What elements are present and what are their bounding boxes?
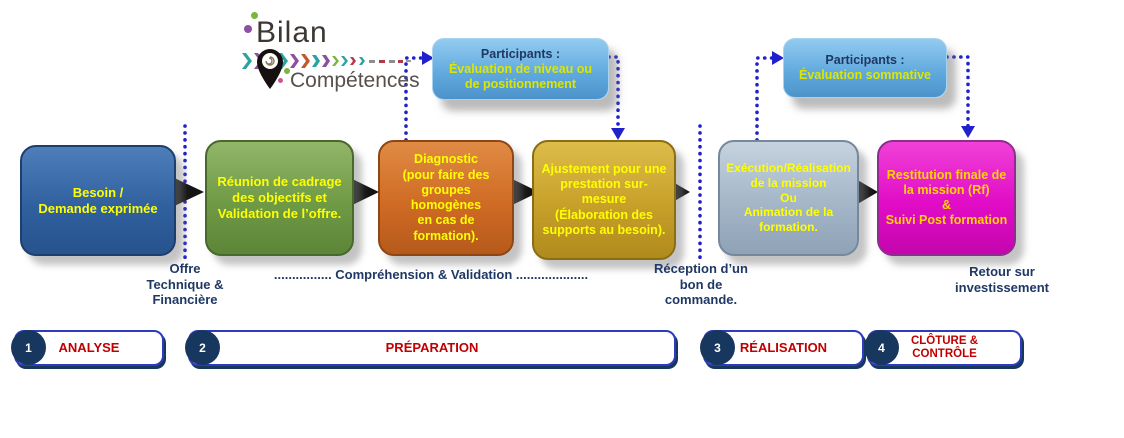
logo-dot-icon [278,78,283,83]
logo-title-bottom: Compétences [290,69,420,92]
phase-label: ANALYSE [58,339,120,355]
logo-title-top: Bilan [256,16,328,49]
dotted-connector [755,56,774,142]
connector-arrowhead-icon [611,128,625,140]
process-step-label: Exécution/Réalisation de la mission Ou A… [726,161,851,234]
milestone-comprehension-validation: ................ Compréhension & Validat… [273,267,589,282]
phase-number-badge: 2 [185,330,220,365]
phase-number-badge: 4 [864,330,899,365]
process-step-label: Ajustement pour une prestation sur-mesur… [541,161,667,237]
callout-title: Participants : [480,46,561,61]
process-step-restitution: Restitution finale de la mission (Rf) & … [877,140,1016,256]
milestone-retour-investissement: Retour sur investissement [955,264,1049,295]
logo-chevron-band-icon [242,53,411,69]
phase-label: RÉALISATION [739,339,828,355]
logo-dot-icon [284,68,290,74]
phase-pill-realisation: 3 RÉALISATION [700,330,864,366]
callout-title: Participants : [825,53,905,67]
callout-evaluation-niveau: Participants : Évaluation de niveau ou d… [432,38,609,100]
phase-number: 3 [714,340,721,355]
dotted-connector [945,55,970,128]
phase-label: CLÔTURE & CONTRÔLE [910,334,979,360]
process-step-reunion-cadrage: Réunion de cadrage des objectifs et Vali… [205,140,354,256]
process-step-execution: Exécution/Réalisation de la mission Ou A… [718,140,859,256]
phase-label: PRÉPARATION [385,339,479,355]
phase-number-badge: 1 [11,330,46,365]
phase-number: 1 [25,340,32,355]
phase-number: 4 [878,340,885,355]
logo-dot-icon [251,12,258,19]
phase-pill-cloture-controle: 4 CLÔTURE & CONTRÔLE [864,330,1022,366]
milestone-reception-bon-commande: Réception d’un bon de commande. [654,261,748,308]
callout-subtitle: Évaluation sommative [799,68,931,82]
logo-dot-icon [244,25,252,33]
process-step-label: Besoin / Demande exprimée [38,184,158,216]
process-step-ajustement: Ajustement pour une prestation sur-mesur… [532,140,676,260]
process-step-label: Restitution finale de la mission (Rf) & … [885,167,1008,228]
phase-number: 2 [199,340,206,355]
process-step-label: Réunion de cadrage des objectifs et Vali… [217,174,342,221]
callout-subtitle: Évaluation de niveau ou de positionnemen… [448,61,593,91]
bilan-competences-logo: Bilan Compétences [238,6,433,106]
milestone-offre-technique: Offre Technique & Financière [146,261,224,308]
dotted-connector [607,55,620,130]
process-step-besoin: Besoin / Demande exprimée [20,145,176,256]
process-step-diagnostic: Diagnostic (pour faire des groupes homog… [378,140,514,256]
logo-map-pin-icon [257,49,283,89]
phase-pill-preparation: 2 PRÉPARATION [185,330,676,366]
phase-pill-analyse: 1 ANALYSE [11,330,164,366]
connector-arrowhead-icon [961,126,975,138]
phase-number-badge: 3 [700,330,735,365]
callout-evaluation-sommative: Participants : Évaluation sommative [783,38,947,98]
process-step-label: Diagnostic (pour faire des groupes homog… [402,152,490,243]
